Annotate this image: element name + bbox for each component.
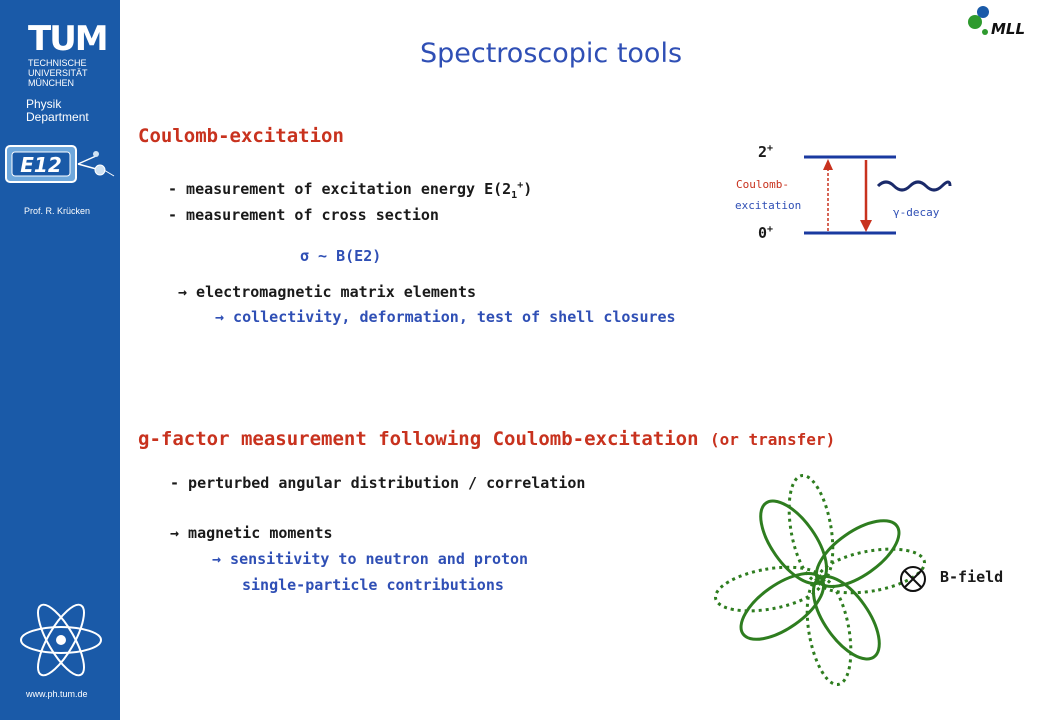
mll-logo-icon: MLL — [968, 6, 1025, 38]
university-name: TECHNISCHE UNIVERSITÄT MÜNCHEN — [28, 58, 88, 88]
coulomb-arrow-collectivity: → collectivity, deformation, test of she… — [215, 308, 676, 326]
atom-icon — [20, 603, 102, 677]
dotted-distribution — [713, 473, 927, 687]
department-line: Physik — [26, 97, 62, 111]
tum-logo: TUM — [28, 19, 109, 59]
excitation-arrowhead — [823, 159, 833, 170]
level-scheme-diagram — [804, 155, 952, 235]
coulomb-excitation-label: Coulomb- — [736, 178, 789, 191]
university-line: UNIVERSITÄT — [28, 68, 88, 78]
level-2plus-label: 2+ — [758, 143, 774, 161]
angular-distribution-diagram — [713, 473, 927, 687]
university-line: MÜNCHEN — [28, 78, 74, 88]
professor-name: Prof. R. Krücken — [24, 206, 91, 216]
coulomb-heading: Coulomb-excitation — [138, 125, 344, 147]
sidebar: TUM TECHNISCHE UNIVERSITÄT MÜNCHEN Physi… — [0, 0, 120, 720]
gfactor-arrow-moments: → magnetic moments — [170, 524, 333, 542]
sigma-relation: σ ~ B(E2) — [300, 247, 382, 265]
coulomb-bullet-cross-section: - measurement of cross section — [168, 206, 439, 224]
gfactor-bullet-pad: - perturbed angular distribution / corre… — [170, 474, 586, 492]
page-title: Spectroscopic tools — [419, 38, 683, 69]
website-url: www.ph.tum.de — [26, 689, 88, 699]
department-name: Physik Department — [26, 98, 89, 124]
level-0plus-label: 0+ — [758, 224, 774, 242]
gfactor-heading: g-factor measurement following Coulomb-e… — [138, 428, 836, 450]
e12-logo-text: E12 — [20, 153, 62, 177]
gamma-decay-label: γ-decay — [893, 206, 940, 219]
coulomb-arrow-matrix: → electromagnetic matrix elements — [178, 283, 477, 301]
coulomb-bullet-energy: - measurement of excitation energy E(21+… — [168, 180, 533, 201]
coulomb-excitation-label-2: excitation — [735, 199, 802, 212]
gfactor-arrow-sensitivity: → sensitivity to neutron and proton — [212, 550, 529, 568]
solid-distribution — [739, 499, 901, 661]
decay-arrowhead — [860, 220, 872, 232]
b-field-label: B-field — [940, 568, 1004, 586]
e12-logo-icon: E12 — [5, 145, 115, 183]
b-field-into-page-icon — [900, 566, 926, 592]
gamma-wave — [876, 180, 952, 192]
mll-logo-text: MLL — [991, 20, 1025, 38]
department-line: Department — [26, 110, 89, 124]
university-line: TECHNISCHE — [28, 58, 87, 68]
gfactor-arrow-sensitivity-cont: single-particle contributions — [242, 576, 504, 594]
